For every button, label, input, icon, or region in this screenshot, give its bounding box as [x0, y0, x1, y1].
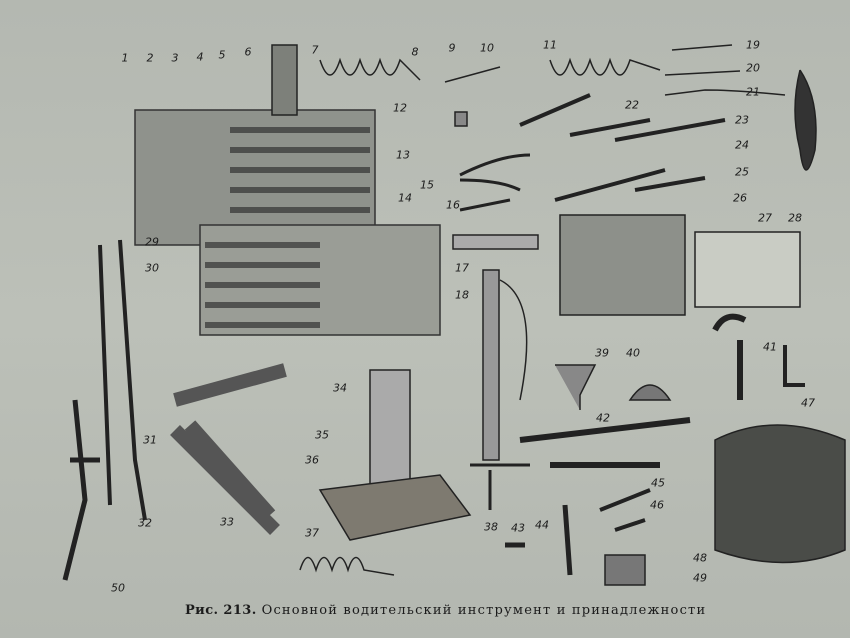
callout-38: 38 [484, 520, 498, 534]
callout-42: 42 [596, 411, 610, 425]
callout-43: 43 [511, 521, 525, 535]
callout-14: 14 [398, 191, 412, 205]
callout-30: 30 [145, 261, 159, 275]
callout-1: 1 [121, 51, 129, 65]
callout-23: 23 [735, 113, 749, 127]
callout-3: 3 [171, 51, 179, 65]
callout-39: 39 [595, 346, 609, 360]
callout-19: 19 [746, 38, 760, 52]
callout-12: 12 [393, 101, 407, 115]
callout-26: 26 [733, 191, 747, 205]
callout-29: 29 [145, 235, 159, 249]
callout-13: 13 [396, 148, 410, 162]
callout-6: 6 [244, 45, 252, 59]
tool-roll-lower [199, 224, 441, 336]
figure-caption: Рис. 213. Основной водительский инструме… [185, 603, 706, 618]
figure-title: Основной водительский инструмент и прина… [261, 603, 707, 618]
callout-33: 33 [220, 515, 234, 529]
callout-40: 40 [626, 346, 640, 360]
callout-11: 11 [543, 38, 557, 52]
callout-28: 28 [788, 211, 802, 225]
spring-wire-2 [549, 57, 661, 76]
figure-number: Рис. 213. [185, 603, 257, 618]
callout-8: 8 [411, 45, 419, 59]
callout-50: 50 [111, 581, 125, 595]
callout-35: 35 [315, 428, 329, 442]
callout-45: 45 [651, 476, 665, 490]
callout-7: 7 [311, 43, 319, 57]
callout-34: 34 [333, 381, 347, 395]
callout-46: 46 [650, 498, 664, 512]
callout-49: 49 [693, 571, 707, 585]
callout-20: 20 [746, 61, 760, 75]
callout-27: 27 [758, 211, 772, 225]
callout-21: 21 [746, 85, 760, 99]
callout-5: 5 [218, 48, 226, 62]
callout-9: 9 [448, 41, 456, 55]
callout-32: 32 [138, 516, 152, 530]
callout-15: 15 [420, 178, 434, 192]
callout-44: 44 [535, 518, 549, 532]
callout-17: 17 [455, 261, 469, 275]
callout-2: 2 [146, 51, 154, 65]
callout-16: 16 [446, 198, 460, 212]
callout-24: 24 [735, 138, 749, 152]
callout-47: 47 [801, 396, 815, 410]
callout-48: 48 [693, 551, 707, 565]
callout-4: 4 [196, 50, 204, 64]
callout-37: 37 [305, 526, 319, 540]
callout-41: 41 [763, 340, 777, 354]
callout-10: 10 [480, 41, 494, 55]
callout-25: 25 [735, 165, 749, 179]
spring-wire [319, 57, 421, 81]
callout-31: 31 [143, 433, 157, 447]
callout-36: 36 [305, 453, 319, 467]
callout-22: 22 [625, 98, 639, 112]
callout-18: 18 [455, 288, 469, 302]
